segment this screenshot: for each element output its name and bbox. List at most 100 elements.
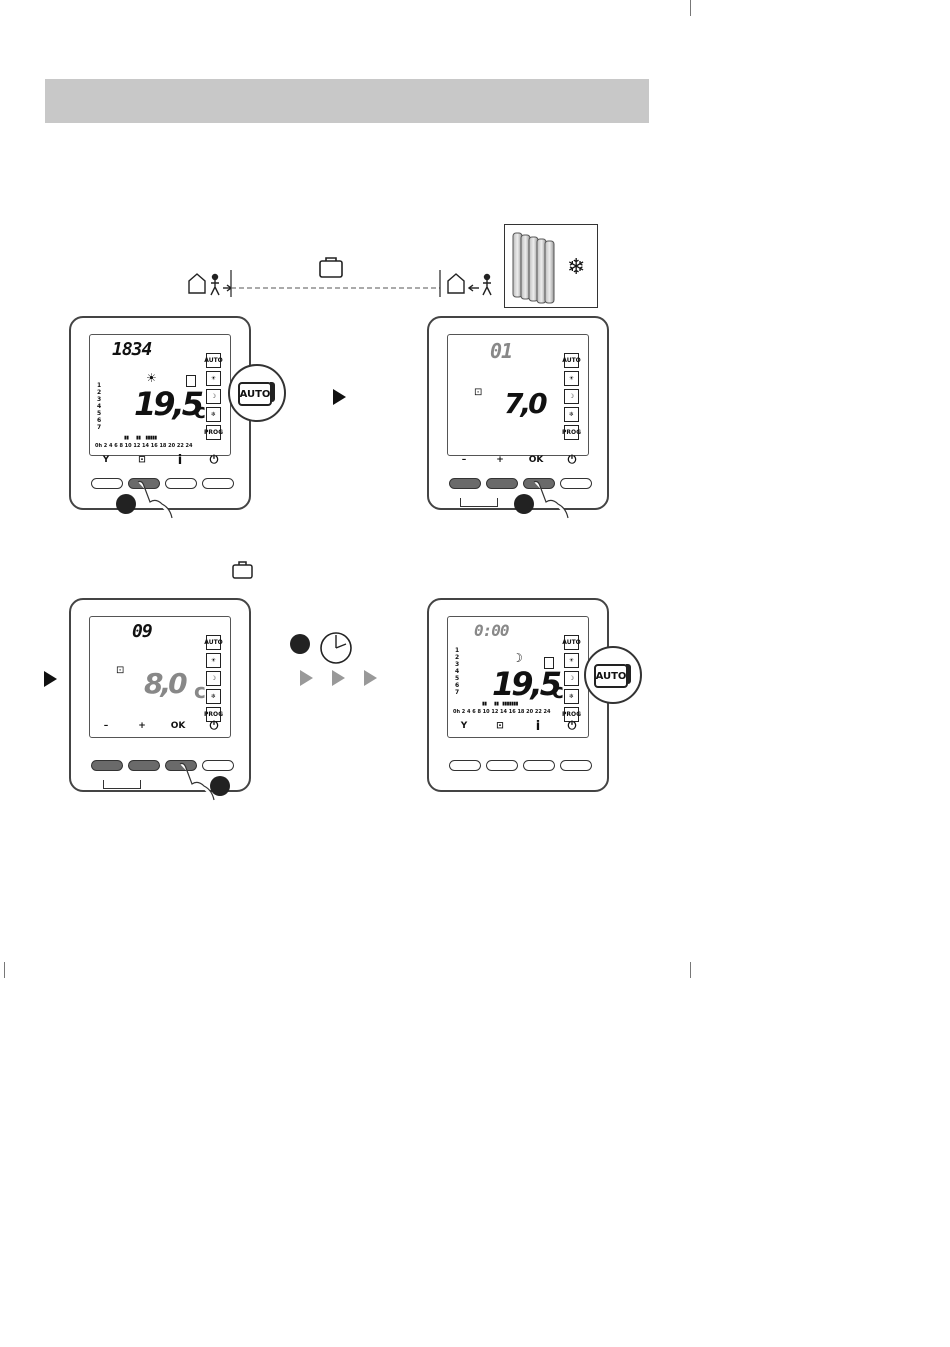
plus-button[interactable] (128, 760, 160, 771)
info-icon: i (526, 719, 550, 734)
info-icon: i (168, 453, 192, 468)
temperature-unit: c (194, 679, 206, 703)
mode-column: AUTO ☀ ☽ ❄ PROG (206, 635, 220, 725)
ok-label: OK (166, 721, 190, 731)
power-icon: ⏻ (202, 719, 226, 733)
holiday-indicator-icon (186, 375, 196, 387)
lcd-screen: 09 ⊡ 8,0 c AUTO ☀ ☽ ❄ PROG – + OK ⏻ (89, 616, 231, 738)
button-1[interactable] (91, 478, 123, 489)
thermostat-panel-2: 01 ⊡ 7,0 AUTO ☀ ☽ ❄ PROG – + OK ⏻ (427, 316, 609, 510)
day-list: 1 2 3 4 5 6 7 (97, 382, 101, 431)
plus-label: + (130, 721, 154, 731)
comfort-mode-icon: ☀ (564, 371, 579, 386)
mode-column: AUTO ☀ ☽ ❄ PROG (206, 353, 220, 443)
clock-display: 1834 (112, 339, 151, 360)
next-arrow-icon (333, 389, 346, 405)
program-bars: ▮▮ ▮▮ ▮▮▮▮▮▮▮ (482, 701, 518, 707)
comfort-mode-icon: ☀ (206, 371, 221, 386)
ok-label: OK (524, 455, 548, 465)
step-arrow-icon (44, 671, 57, 687)
frost-mode-icon: ❄ (206, 407, 221, 422)
auto-indicator (270, 382, 275, 402)
frost-mode-icon: ❄ (564, 689, 579, 704)
suitcase-icon: ⊡ (130, 455, 154, 465)
eco-mode-icon: ☽ (564, 389, 579, 404)
step-marker (290, 634, 310, 654)
minus-button[interactable] (91, 760, 123, 771)
days-counter-display: 09 (132, 621, 152, 642)
lcd-screen: 01 ⊡ 7,0 AUTO ☀ ☽ ❄ PROG – + OK ⏻ (447, 334, 589, 456)
temperature-display: 7,0 (504, 387, 545, 420)
moon-icon: ☽ (512, 651, 523, 665)
auto-indicator (626, 664, 631, 684)
bracket (460, 498, 498, 507)
timeline-diagram (185, 255, 505, 300)
power-icon: ⏻ (560, 719, 584, 733)
section-header-banner (45, 79, 649, 123)
eco-mode-icon: ☽ (206, 389, 221, 404)
prog-mode-icon: PROG (564, 425, 579, 440)
holiday-indicator-icon (544, 657, 554, 669)
bracket (103, 780, 141, 789)
button-1[interactable] (449, 760, 481, 771)
suitcase-icon: ⊡ (116, 665, 124, 676)
auto-mode-icon: AUTO (564, 353, 579, 368)
crop-mark (690, 0, 691, 16)
hour-scale: 0h 2 4 6 8 10 12 14 16 18 20 22 24 (95, 443, 193, 449)
holiday-button[interactable] (486, 760, 518, 771)
house-icon (448, 274, 464, 293)
person-leaving-icon (211, 275, 231, 296)
minus-label: – (94, 721, 118, 731)
auto-magnifier: AUTO (228, 364, 286, 422)
plus-label: + (488, 455, 512, 465)
auto-mode-icon: AUTO (206, 353, 221, 368)
suitcase-icon: ⊡ (474, 387, 482, 398)
auto-button-zoom: AUTO (594, 664, 628, 688)
plus-button[interactable] (486, 478, 518, 489)
wait-arrow-icon (364, 670, 377, 686)
person-returning-icon (469, 275, 491, 296)
comfort-mode-icon: ☀ (564, 653, 579, 668)
lcd-screen: 1834 1 2 3 4 5 6 7 ☀ 19,5 c ▮▮ ▮▮ ▮▮▮▮▮ … (89, 334, 231, 456)
comfort-mode-icon: ☀ (206, 653, 221, 668)
prog-mode-icon: PROG (206, 425, 221, 440)
auto-button-zoom: AUTO (238, 382, 272, 406)
days-counter-display: 01 (490, 339, 512, 363)
eco-mode-icon: ☽ (564, 671, 579, 686)
eco-mode-icon: ☽ (206, 671, 221, 686)
minus-button[interactable] (449, 478, 481, 489)
suitcase-icon (232, 561, 254, 579)
glass-icon: Y (452, 721, 476, 731)
thermostat-panel-3: 09 ⊡ 8,0 c AUTO ☀ ☽ ❄ PROG – + OK ⏻ (69, 598, 251, 792)
temperature-unit: c (194, 399, 206, 423)
mode-column: AUTO ☀ ☽ ❄ PROG (564, 635, 578, 725)
thermostat-panel-4: 0:00 1 2 3 4 5 6 7 ☽ 19,5 c ▮▮ ▮▮ ▮▮▮▮▮▮… (427, 598, 609, 792)
info-button[interactable] (523, 760, 555, 771)
temperature-display: 8,0 (144, 667, 185, 700)
finger-icon (526, 478, 576, 520)
auto-mode-icon: AUTO (564, 635, 579, 650)
snowflake-icon: ❄ (567, 255, 585, 280)
minus-label: – (452, 455, 476, 465)
suitcase-icon: ⊡ (488, 721, 512, 731)
power-button[interactable] (560, 760, 592, 771)
auto-mode-icon: AUTO (206, 635, 221, 650)
crop-mark (690, 962, 691, 978)
mode-column: AUTO ☀ ☽ ❄ PROG (564, 353, 578, 443)
day-list: 1 2 3 4 5 6 7 (455, 647, 459, 696)
auto-magnifier: AUTO (584, 646, 642, 704)
house-icon (189, 274, 205, 293)
lcd-screen: 0:00 1 2 3 4 5 6 7 ☽ 19,5 c ▮▮ ▮▮ ▮▮▮▮▮▮… (447, 616, 589, 738)
power-button[interactable] (202, 478, 234, 489)
sun-icon: ☀ (146, 371, 157, 385)
glass-icon: Y (94, 455, 118, 465)
power-icon: ⏻ (560, 453, 584, 467)
clock-display: 0:00 (474, 621, 509, 640)
temperature-unit: c (552, 679, 564, 703)
frost-protection-illustration: ❄ (504, 224, 598, 308)
finger-icon (130, 478, 180, 520)
clock-icon (318, 630, 354, 666)
power-icon: ⏻ (202, 453, 226, 467)
frost-mode-icon: ❄ (564, 407, 579, 422)
suitcase-icon (320, 258, 342, 277)
